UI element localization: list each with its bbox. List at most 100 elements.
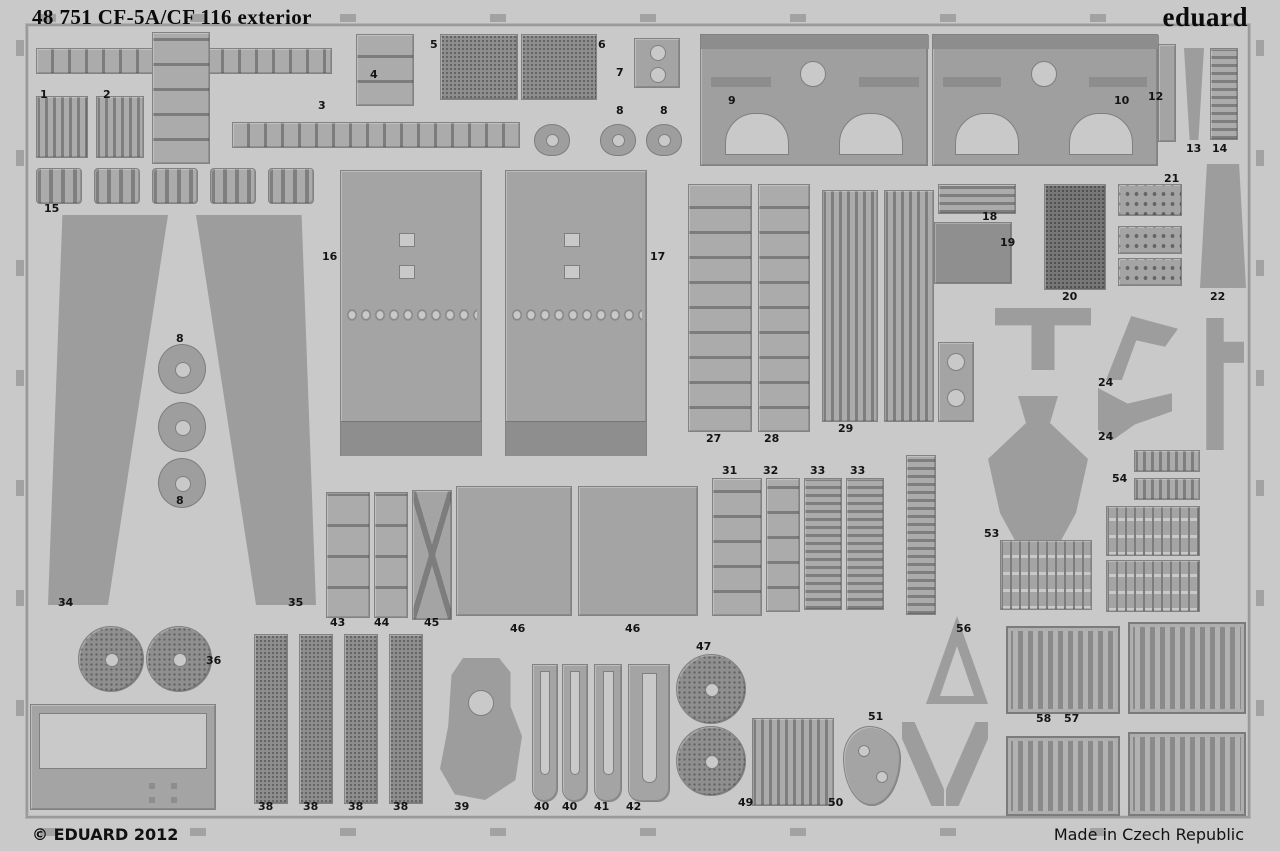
part-shape-58a <box>1006 626 1120 714</box>
part-shape-6 <box>521 34 597 100</box>
assembly-detail <box>1089 77 1147 87</box>
assembly-cutout <box>1069 113 1133 155</box>
part-shape-38 <box>344 634 378 804</box>
door-band <box>341 421 481 456</box>
part-shape-9 <box>700 34 929 166</box>
part-shape-54a <box>1134 450 1200 472</box>
part-shape-52 <box>906 455 936 615</box>
triangle-opening <box>940 646 974 696</box>
part-shape-40b <box>562 664 588 802</box>
part-shape-15 <box>268 168 314 204</box>
grommet-hole <box>658 134 671 147</box>
door-band <box>506 421 646 456</box>
part-shape-42 <box>628 664 670 802</box>
part-shape-38 <box>389 634 423 804</box>
door-hole <box>564 233 580 247</box>
assembly-detail <box>859 77 919 87</box>
copyright-text: © EDUARD 2012 <box>32 825 179 844</box>
frame-dot <box>149 797 155 803</box>
part-shape-4a <box>152 32 210 164</box>
part-shape-53c <box>1106 560 1200 612</box>
part-shape-8c <box>646 124 682 156</box>
part-shape-46b <box>578 486 698 616</box>
part-shape-15 <box>152 168 198 204</box>
disc-hole <box>705 683 719 697</box>
grommet-hole <box>175 362 191 378</box>
door-hinge-row <box>510 307 642 323</box>
part-shape-2 <box>96 96 144 158</box>
frame-dot <box>171 783 177 789</box>
part-shape-18 <box>938 184 1016 214</box>
part-shape-40a <box>532 664 558 802</box>
part-shape-5 <box>440 34 518 100</box>
part-shape-38 <box>299 634 333 804</box>
slot-hole <box>603 671 614 775</box>
edge-tabs-right <box>1256 40 1264 800</box>
grommet-hole <box>612 134 625 147</box>
part-shape-8d <box>158 344 206 394</box>
made-in-text: Made in Czech Republic <box>1053 825 1244 844</box>
part-shape-54b <box>1134 478 1200 500</box>
part-shape-38 <box>254 634 288 804</box>
assembly-cutout <box>839 113 903 155</box>
part-shape-22 <box>1200 164 1246 288</box>
part-shape-16 <box>340 170 482 456</box>
assembly-cutout <box>955 113 1019 155</box>
part-shape-14 <box>1210 48 1238 140</box>
part-shape-4b <box>356 34 414 106</box>
part-shape-41 <box>594 664 622 802</box>
edge-tabs-left <box>16 40 24 800</box>
part-shape-58b <box>1006 736 1120 816</box>
part-shape-20 <box>1044 184 1106 290</box>
part-shape-10 <box>932 34 1159 166</box>
assembly-detail <box>711 77 771 87</box>
sheet-title: 48 751 CF-5A/CF 116 exterior <box>32 5 312 29</box>
assembly-detail <box>943 77 1001 87</box>
door-hole <box>399 233 415 247</box>
edge-tabs-bottom <box>40 828 1240 836</box>
frame-dot <box>171 797 177 803</box>
part-shape-13 <box>1184 48 1204 140</box>
door-hinge-row <box>345 307 477 323</box>
part-shape-27 <box>688 184 752 432</box>
eduard-logo: eduard <box>1162 2 1248 32</box>
part-shape-30 <box>884 190 934 422</box>
part-shape-29 <box>822 190 878 422</box>
tube-hole <box>947 353 965 371</box>
edge-tabs-top <box>40 14 1240 22</box>
part-shape-8b <box>600 124 636 156</box>
part-shape-15 <box>210 168 256 204</box>
fret-frame <box>26 24 1250 818</box>
part-shape-33a <box>804 478 842 610</box>
part-shape-32 <box>766 478 800 612</box>
part-shape-21c <box>1118 258 1182 286</box>
part-shape-53a <box>1000 540 1092 610</box>
part-shape-49-50 <box>752 718 834 806</box>
part-shape-51 <box>843 726 901 806</box>
part-shape-19 <box>934 222 1012 284</box>
part-39-hole <box>468 690 494 716</box>
assembly-cutout <box>725 113 789 155</box>
assembly-top-rail <box>701 35 929 49</box>
frame-opening <box>39 713 207 769</box>
grommet-hole <box>546 134 559 147</box>
part-shape-8e <box>158 402 206 452</box>
disc-hole <box>705 755 719 769</box>
part-7-hole <box>650 67 666 83</box>
disc-hole <box>105 653 119 667</box>
blob-hole <box>858 745 870 757</box>
part-shape-17 <box>505 170 647 456</box>
slot-hole <box>540 671 550 775</box>
part-shape-33b <box>846 478 884 610</box>
slot-hole <box>642 673 657 783</box>
part-shape-31 <box>712 478 762 616</box>
part-shape-45 <box>412 490 452 620</box>
part-shape-tube <box>938 342 974 422</box>
part-shape-53b <box>1106 506 1200 556</box>
frame-dot <box>149 783 155 789</box>
part-shape-47a <box>676 654 746 724</box>
part-shape-36a <box>78 626 144 692</box>
grommet-hole <box>175 476 191 492</box>
part-shape-57b <box>1128 732 1246 816</box>
part-shape-37 <box>30 704 216 810</box>
